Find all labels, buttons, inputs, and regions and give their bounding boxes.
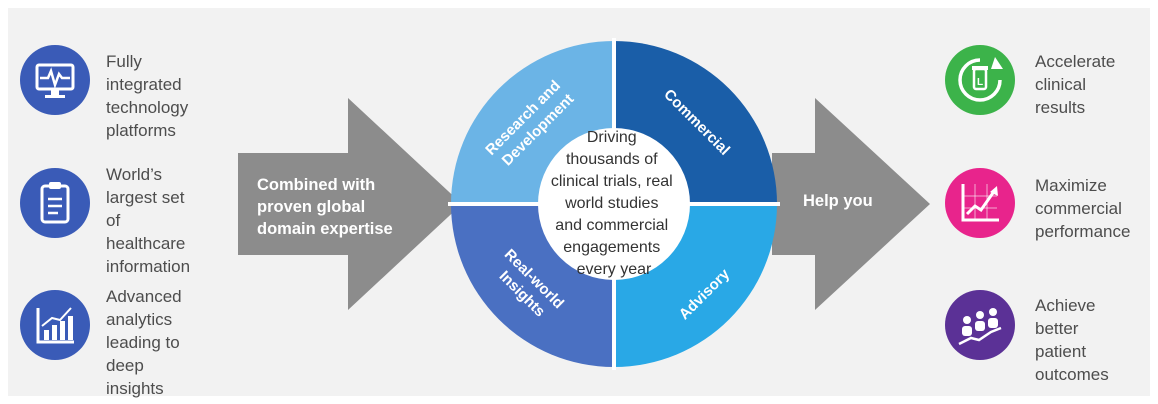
monitor-heartbeat-icon [20, 45, 90, 115]
growth-chart-icon [945, 168, 1015, 238]
clipboard-icon [20, 168, 90, 238]
outcome-label: Maximize commercial performance [1035, 176, 1131, 241]
left-arrow [238, 98, 462, 310]
accelerate-icon: L [945, 45, 1015, 115]
feature-label: Advanced analytics leading to deep insig… [106, 287, 182, 398]
left-arrow-line: Combined with [257, 176, 375, 194]
center-line: world studies [564, 195, 658, 212]
outcome-label: Achieve better patient outcomes [1035, 296, 1109, 384]
outcome-label: Accelerate clinical results [1035, 52, 1116, 117]
center-line: clinical trials, real [551, 173, 673, 190]
patients-icon [945, 290, 1015, 360]
left-arrow-line: domain expertise [257, 220, 393, 238]
left-arrow-label: Combined with proven global domain exper… [257, 176, 393, 238]
left-arrow-line: proven global [257, 198, 365, 216]
center-line: every year [577, 261, 652, 278]
right-arrow [772, 98, 930, 310]
center-line: Driving [587, 129, 637, 146]
center-line: thousands of [566, 151, 658, 168]
wheel-center [538, 128, 690, 280]
svg-text:L: L [977, 77, 983, 88]
feature-label: Fully integrated technology platforms [106, 52, 189, 140]
analytics-chart-icon [20, 290, 90, 360]
right-arrow-label: Help you [803, 192, 873, 210]
feature-label: World’s largest set of healthcare inform… [106, 165, 191, 276]
center-line: engagements [563, 239, 660, 256]
wheel-center-text: Driving thousands of clinical trials, re… [551, 129, 677, 278]
center-line: and commercial [555, 217, 668, 234]
